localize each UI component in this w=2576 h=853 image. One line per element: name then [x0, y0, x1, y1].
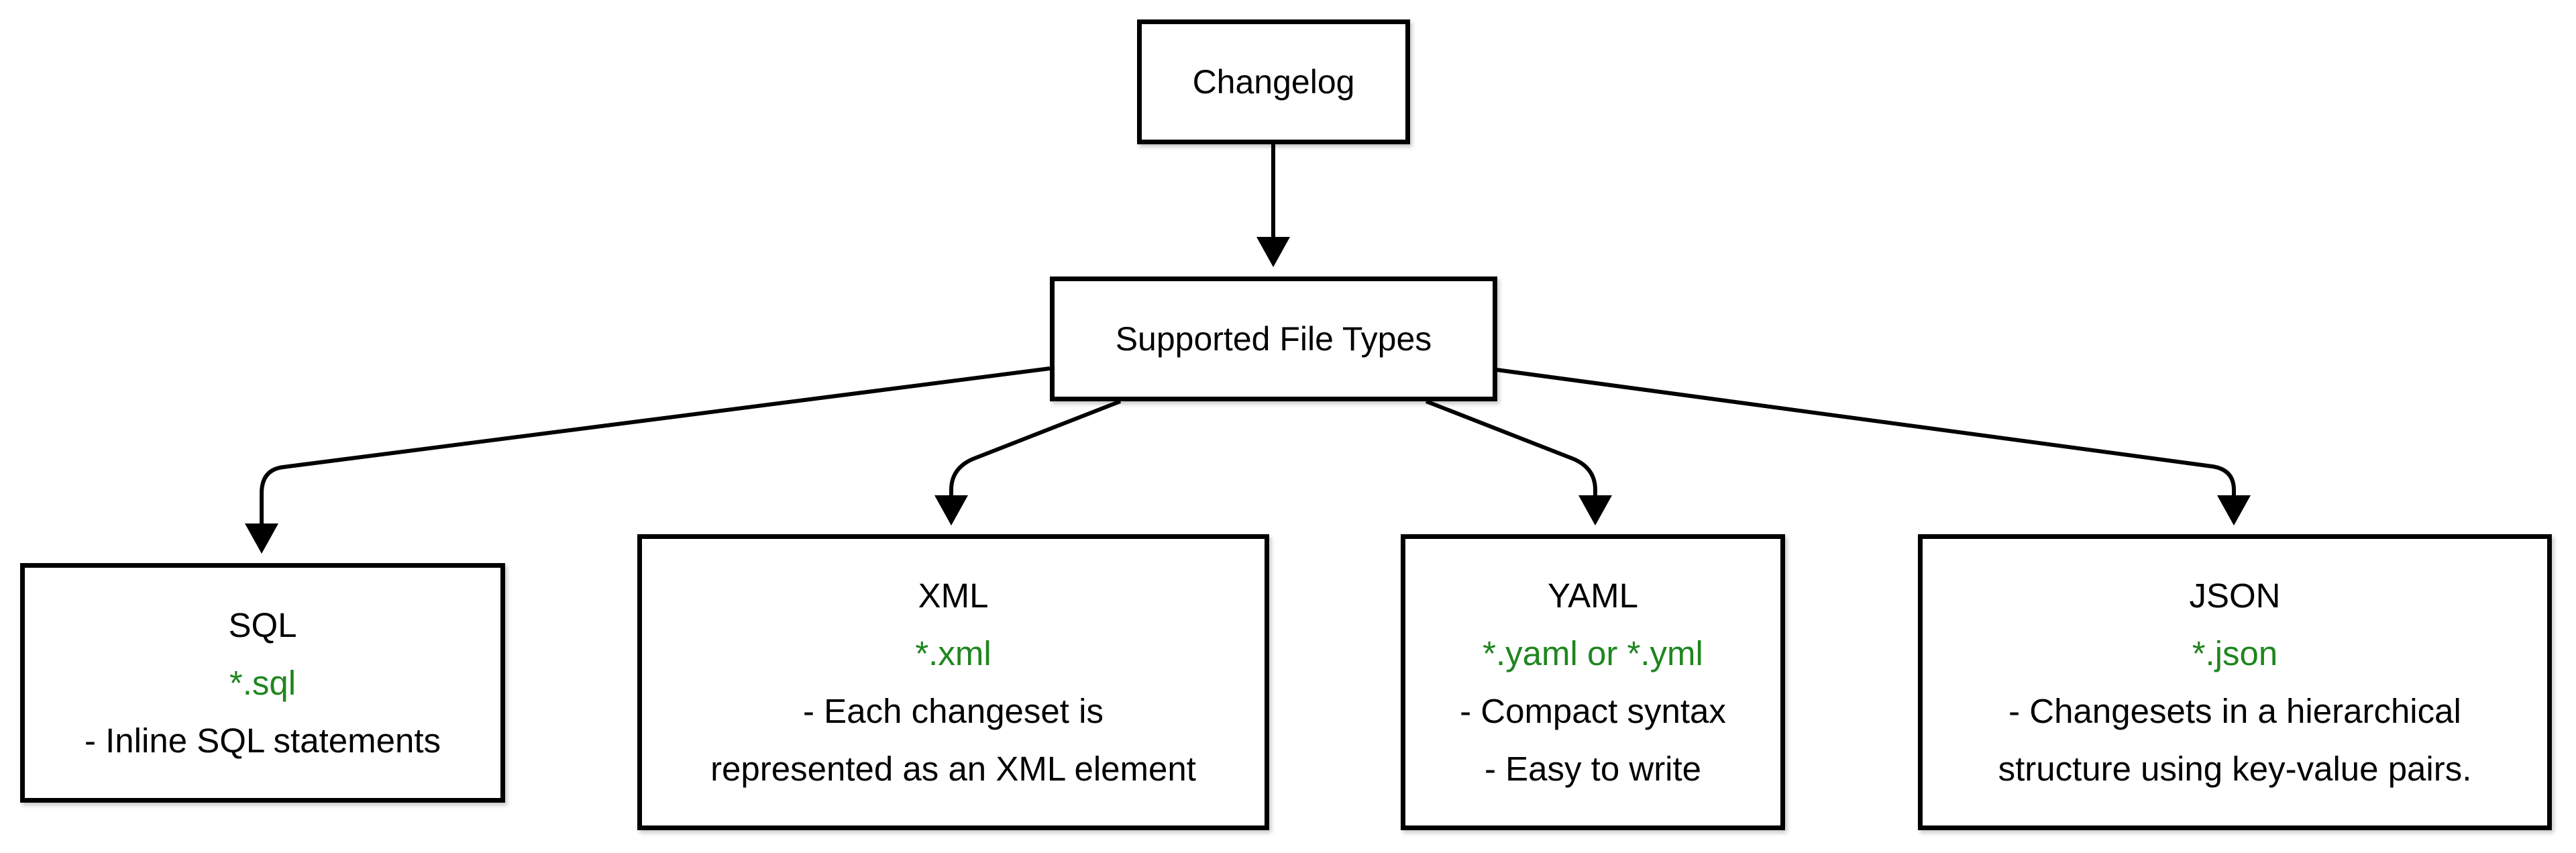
- xml-extension: *.xml: [915, 634, 991, 672]
- edge-supported-to-sql: [260, 366, 1051, 523]
- yaml-description-line-2: - Easy to write: [1484, 749, 1702, 788]
- arrowhead-to-sql: [245, 523, 278, 554]
- xml-description-line-1: - Each changeset is: [803, 691, 1104, 730]
- sql-description-line-1: - Inline SQL statements: [84, 721, 441, 760]
- sql-node: SQL *.sql - Inline SQL statements: [20, 563, 505, 803]
- edge-supported-to-json: [1496, 368, 2236, 495]
- json-description-line-2: structure using key-value pairs.: [1998, 749, 2472, 788]
- yaml-node: YAML *.yaml or *.yml - Compact syntax - …: [1401, 534, 1785, 830]
- changelog-title: Changelog: [1192, 63, 1355, 101]
- sql-extension: *.sql: [229, 663, 297, 702]
- edge-supported-to-xml: [949, 399, 1122, 495]
- arrowhead-to-json: [2217, 495, 2251, 525]
- yaml-title: YAML: [1547, 576, 1639, 615]
- xml-description-line-2: represented as an XML element: [710, 749, 1196, 788]
- sql-title: SQL: [228, 605, 297, 644]
- json-node: JSON *.json - Changesets in a hierarchic…: [1918, 534, 2552, 830]
- edge-supported-to-yaml: [1425, 399, 1597, 495]
- xml-title: XML: [918, 576, 989, 615]
- json-title: JSON: [2189, 576, 2281, 615]
- yaml-description-line-1: - Compact syntax: [1460, 691, 1726, 730]
- xml-node: XML *.xml - Each changeset is represente…: [637, 534, 1269, 830]
- arrowhead-to-yaml: [1578, 495, 1612, 525]
- arrowhead-to-xml: [934, 495, 968, 525]
- yaml-extension: *.yaml or *.yml: [1483, 634, 1703, 672]
- supported-file-types-node: Supported File Types: [1050, 277, 1497, 401]
- supported-file-types-title: Supported File Types: [1115, 320, 1432, 358]
- json-description-line-1: - Changesets in a hierarchical: [2008, 691, 2461, 730]
- arrowhead-to-supported: [1256, 237, 1290, 267]
- changelog-node: Changelog: [1137, 19, 1410, 144]
- json-extension: *.json: [2192, 634, 2278, 672]
